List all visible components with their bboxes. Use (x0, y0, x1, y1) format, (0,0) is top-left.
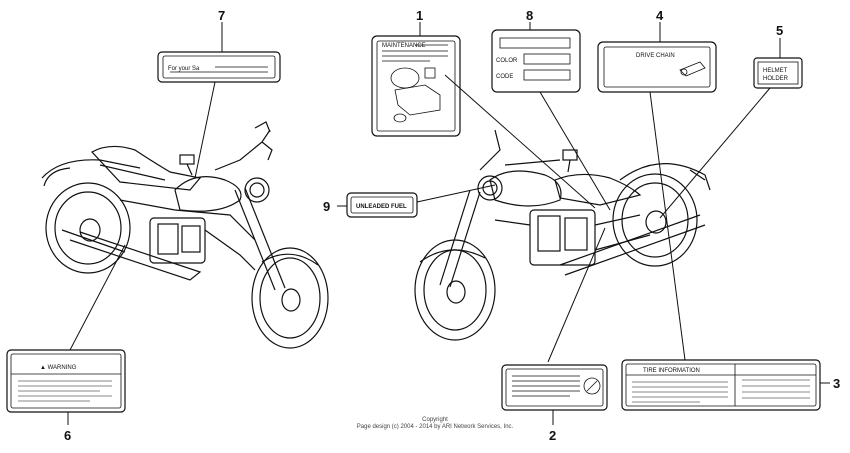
label-1-header: MAINTENANCE (382, 43, 426, 49)
right-motorcycle (414, 129, 711, 341)
label-3-text: TIRE INFORMATION (643, 368, 700, 374)
label-6-warning (6, 349, 126, 413)
label-1-maintenance (371, 35, 461, 137)
label-5-helmet-holder (753, 57, 803, 89)
label-7-header: For your Sa (168, 66, 200, 72)
label-5-line2: HOLDER (763, 76, 789, 82)
label-8-color: COLOR (496, 58, 518, 64)
label-4-text: DRIVE CHAIN (636, 53, 675, 59)
label-8-color-code (491, 29, 581, 93)
label-8-code: CODE (496, 74, 513, 80)
label-4-drive-chain (597, 41, 717, 93)
label-9-unleaded-fuel (346, 192, 418, 218)
callout-6: 6 (64, 428, 71, 443)
label-3-tire-information (621, 359, 821, 411)
copyright-line: Copyright (422, 417, 448, 423)
label-2-info (501, 364, 608, 411)
label-5-line1: HELMET (763, 68, 788, 74)
label-7-safety-card (157, 51, 281, 83)
leader-lines (67, 22, 830, 425)
callout-1: 1 (416, 8, 423, 23)
callout-9: 9 (323, 199, 330, 214)
callout-4: 4 (656, 8, 664, 23)
copyright-notice: Page design (c) 2004 - 2014 by ARI Netwo… (356, 424, 514, 430)
callout-5: 5 (776, 23, 783, 38)
callout-7: 7 (218, 8, 225, 23)
callout-3: 3 (833, 376, 840, 391)
label-9-text: UNLEADED FUEL (356, 204, 407, 210)
left-motorcycle (41, 121, 329, 349)
label-6-text: ▲ WARNING (40, 365, 77, 371)
callout-8: 8 (526, 8, 533, 23)
callout-2: 2 (549, 428, 556, 443)
